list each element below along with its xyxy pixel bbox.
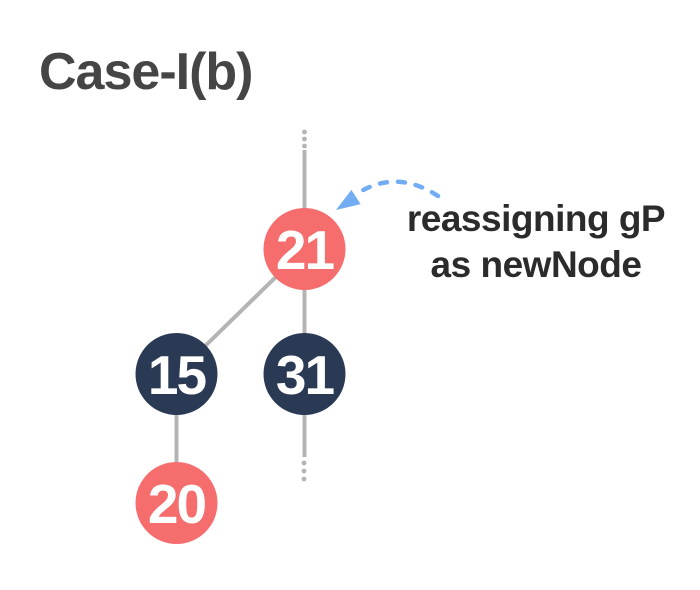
tree-node-21: 21	[263, 208, 346, 290]
node-31-label: 31	[276, 344, 335, 406]
page-title: Case-I(b)	[39, 43, 253, 101]
reassign-arrow-curve	[355, 179, 441, 199]
node-20-circle	[135, 462, 218, 544]
annotation-line-1: reassigning gP	[406, 198, 666, 239]
node-20-label: 20	[148, 473, 206, 535]
node-31-circle	[263, 333, 346, 415]
tree-node-31: 31	[263, 333, 346, 415]
reassign-arrow	[336, 179, 441, 210]
ellipsis-dot	[302, 143, 307, 149]
node-21-label: 21	[276, 219, 335, 281]
annotation-line-2: as newNode	[430, 244, 642, 285]
ellipsis-dot	[301, 460, 307, 466]
arrow-head-icon	[336, 189, 361, 210]
ellipsis-dot	[301, 476, 307, 482]
node-15-circle	[135, 333, 218, 415]
ellipsis-top	[302, 129, 307, 149]
tree-node-15: 15	[135, 333, 218, 415]
ellipsis-bottom	[301, 460, 307, 482]
node-21-circle	[263, 208, 346, 290]
ellipsis-dot	[302, 129, 307, 135]
annotation-text: reassigning gP as newNode	[386, 196, 686, 288]
tree-edges	[174, 150, 307, 503]
ellipsis-dot	[302, 136, 307, 142]
tree-node-20: 20	[135, 462, 218, 544]
ellipsis-dot	[301, 468, 307, 474]
node-15-label: 15	[148, 344, 207, 406]
